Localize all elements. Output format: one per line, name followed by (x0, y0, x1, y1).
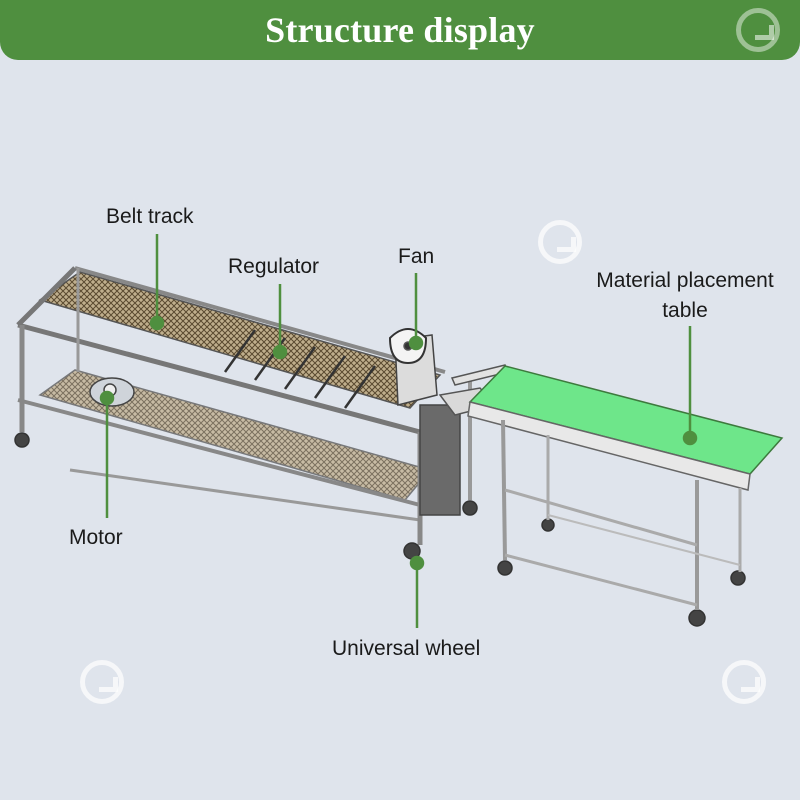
dot-belt-track (149, 315, 165, 331)
dot-fan (408, 335, 424, 351)
brand-logo-icon (538, 220, 582, 264)
label-material-table-line2: table (662, 299, 708, 322)
brand-logo-icon (80, 660, 124, 704)
dot-universal-wheel (409, 555, 425, 571)
page-title: Structure display (265, 10, 535, 50)
label-regulator: Regulator (228, 255, 320, 278)
label-universal-wheel: Universal wheel (332, 637, 481, 660)
label-belt-track: Belt track (106, 205, 194, 228)
label-fan: Fan (398, 245, 435, 268)
dot-regulator (272, 344, 288, 360)
dot-material-table (682, 430, 698, 446)
brand-logo-icon (722, 660, 766, 704)
label-material-table-line1: Material placement (596, 269, 774, 292)
title-banner: Structure display (0, 0, 800, 60)
brand-logo-icon (736, 8, 780, 52)
dot-motor (99, 390, 115, 406)
label-material-table: Material placement table (575, 268, 795, 324)
conveyor-machine (16, 266, 510, 545)
label-motor: Motor (69, 526, 123, 549)
material-table (467, 365, 784, 610)
belt-mesh (38, 271, 442, 409)
leader-lines (99, 234, 698, 628)
wheels (14, 432, 746, 627)
